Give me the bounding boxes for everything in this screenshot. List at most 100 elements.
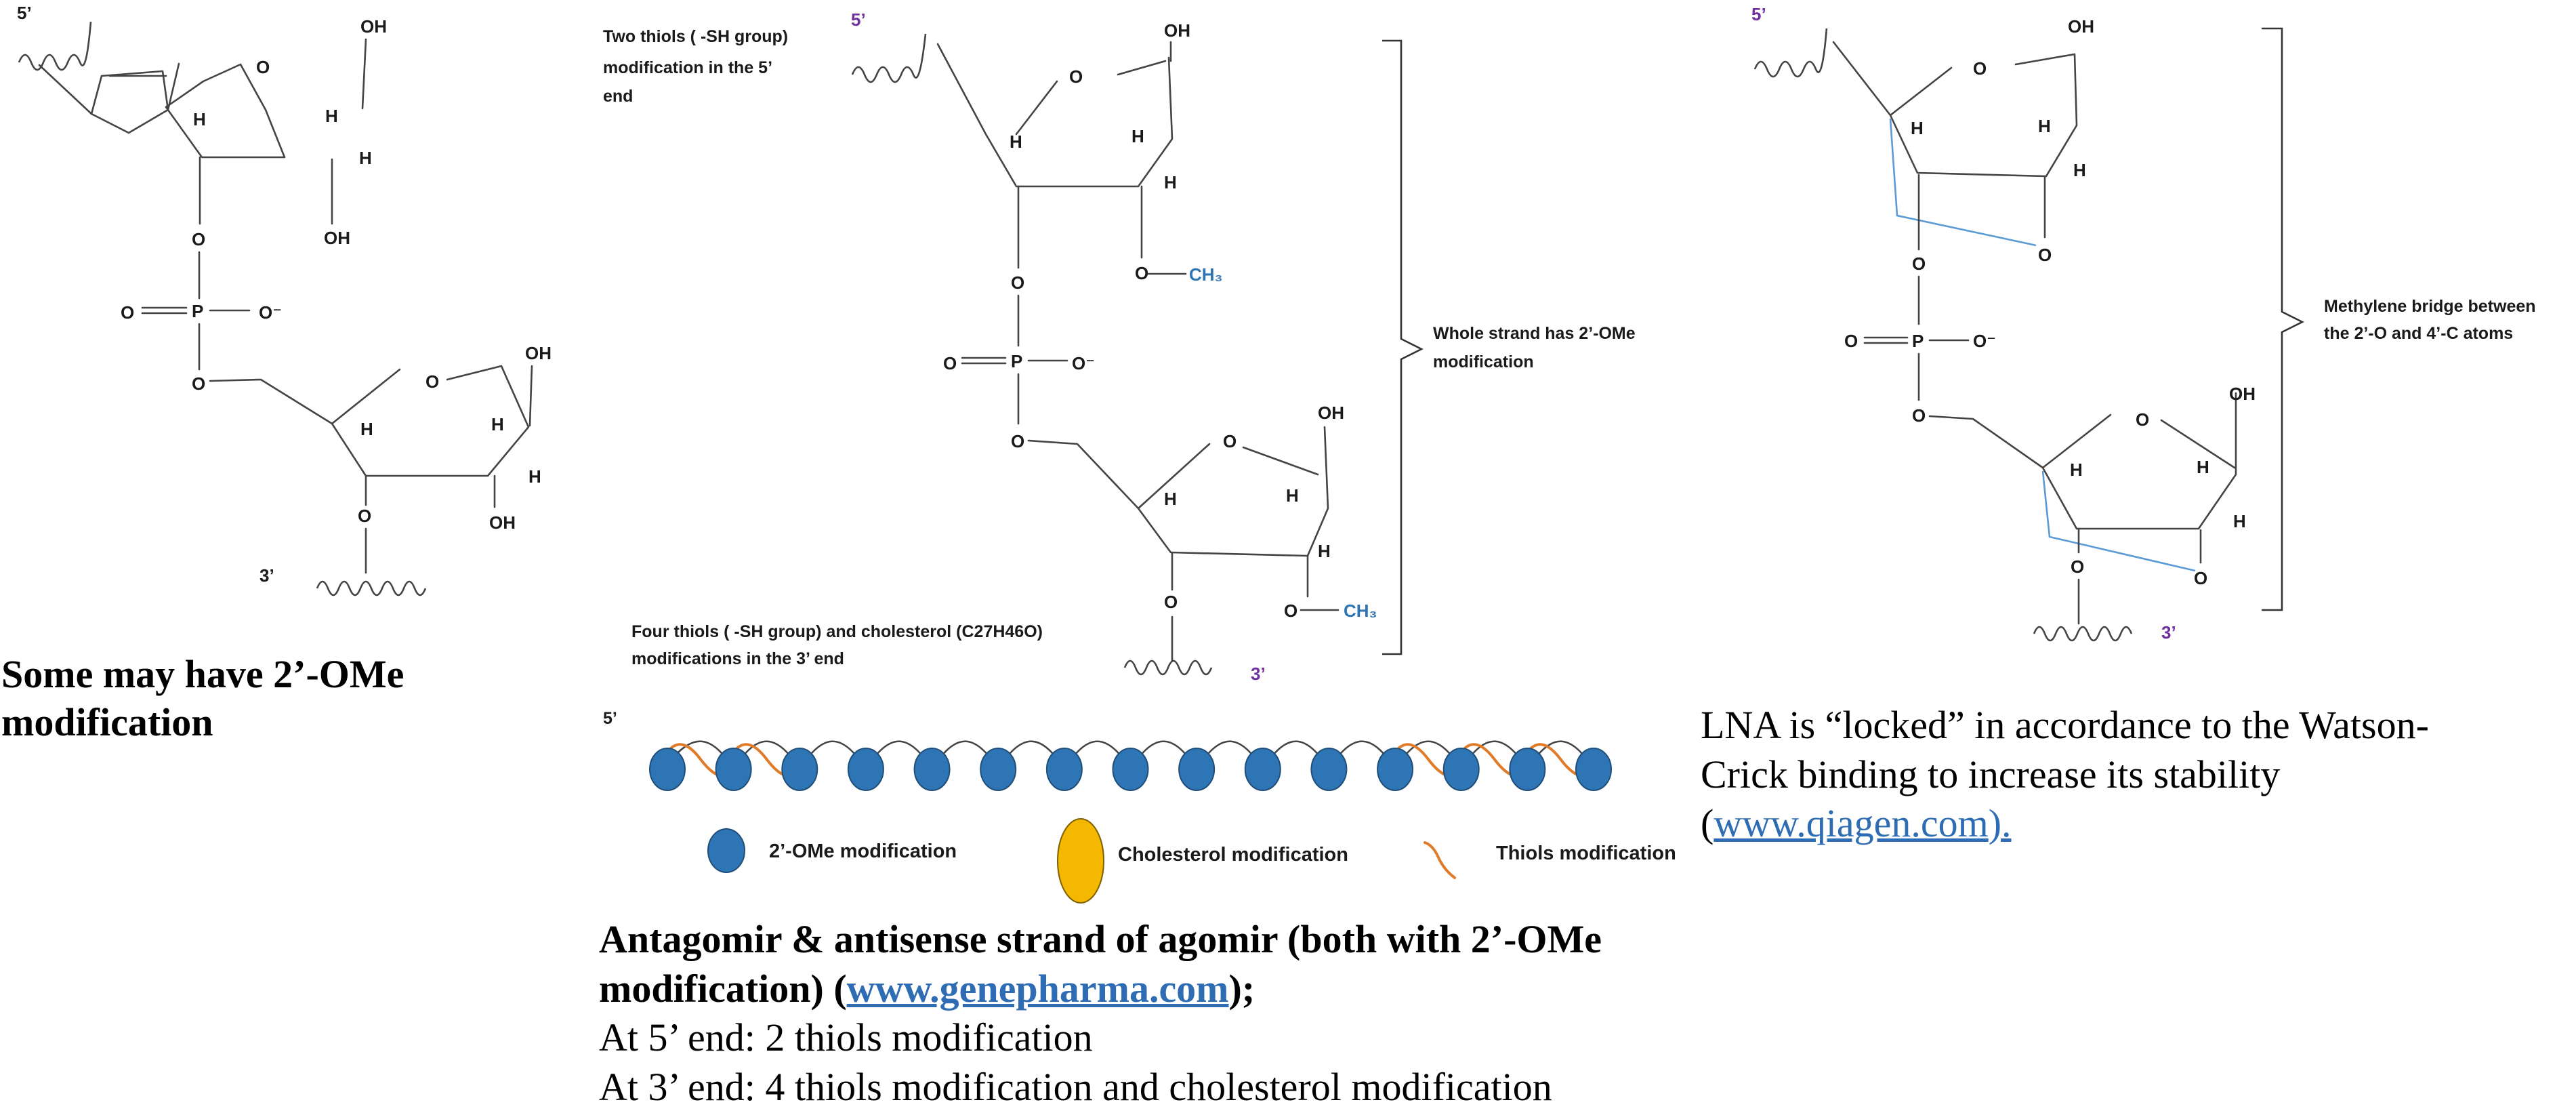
left-bottom-h-1: H <box>360 419 373 439</box>
mid-top-ch3: CH₃ <box>1189 264 1223 285</box>
right-lna-structure: 5’ O O OH H H H O P O O⁻ O O O OH H H H … <box>1751 4 2536 643</box>
right-caption-line3-pre: ( <box>1701 801 1714 845</box>
right-caption-line3: (www.qiagen.com). <box>1701 799 2554 849</box>
mid-bottom-h-3: H <box>1318 541 1331 561</box>
right-5prime-label: 5’ <box>1751 4 1766 24</box>
left-bottom-oh-2: OH <box>489 512 516 533</box>
mid-phosphorus: P <box>1011 351 1022 371</box>
right-top-h-3: H <box>2073 160 2086 180</box>
left-top-c1-bond <box>167 62 180 111</box>
left-o-minus: O⁻ <box>259 302 282 323</box>
right-5prime-wavy-chain <box>1753 28 1828 78</box>
left-5prime-wavy-chain <box>18 21 92 71</box>
mid-3prime-wavy-chain <box>1123 660 1213 676</box>
qiagen-link[interactable]: www.qiagen.com <box>1713 801 1989 845</box>
thiols-5-note-line2: modification in the 5’ <box>603 58 772 77</box>
left-link-o-1: O <box>192 229 205 249</box>
mid-o-minus: O⁻ <box>1072 353 1095 373</box>
left-top-oh-2: OH <box>324 228 350 248</box>
middle-2ome-structure: 5’ O OH H H H O CH₃ O P O O⁻ O O OH H H … <box>603 9 1636 684</box>
left-3prime-wavy-chain <box>316 580 427 596</box>
mid-bottom-sugar <box>1027 426 1329 557</box>
left-top-sugar-ring <box>90 70 169 134</box>
left-nucleotide-structure: 5’ O OH H H H OH O P O O⁻ O O OH H H H <box>17 3 552 596</box>
right-bottom-methylene-bridge <box>2041 470 2196 572</box>
mid-5prime-wavy-chain <box>851 33 927 83</box>
mid-bottom-ring-o: O <box>1223 431 1237 451</box>
mid-5prime-label: 5’ <box>851 9 866 30</box>
legend-thiol-label: Thiols modification <box>1496 843 1676 864</box>
strand-bead <box>1575 748 1612 791</box>
right-phosphorus: P <box>1912 331 1924 351</box>
right-top-bridge-o: O <box>2038 245 2052 265</box>
thiols-5-note-line3: end <box>603 87 633 106</box>
right-o-minus: O⁻ <box>1973 331 1996 351</box>
middle-caption-line2-pre: modification) ( <box>599 966 847 1011</box>
strand-bead <box>1178 748 1216 791</box>
left-top-sugar <box>165 63 286 159</box>
right-caption-line2: Crick binding to increase its stability <box>1701 752 2281 796</box>
right-bottom-bridge-o: O <box>2194 568 2207 588</box>
right-bottom-oh: OH <box>2229 384 2256 404</box>
left-5prime-label: 5’ <box>17 3 32 23</box>
mid-top-h-2: H <box>1131 126 1144 146</box>
right-bottom-h-3: H <box>2233 511 2246 531</box>
mid-link-o-1: O <box>1011 272 1024 293</box>
middle-caption-line3: At 5’ end: 2 thiols modification <box>599 1015 1093 1059</box>
legend-thiol-mark <box>1424 841 1456 879</box>
left-3prime-label: 3’ <box>259 565 274 586</box>
left-top-h-1: H <box>193 109 206 129</box>
whole-strand-note-line2: modification <box>1433 352 1534 371</box>
strand-bead <box>781 748 818 791</box>
left-bottom-h-3: H <box>528 466 541 487</box>
strand-bead <box>1310 748 1348 791</box>
left-bottom-h-2: H <box>491 414 504 434</box>
right-3prime-wavy-chain <box>2033 626 2133 642</box>
right-link-o-1: O <box>1912 254 1926 274</box>
mid-bottom-ch3: CH₃ <box>1344 601 1377 621</box>
right-bottom-h-2: H <box>2197 457 2209 477</box>
thiols-3-note-line1: Four thiols ( -SH group) and cholesterol… <box>631 622 1043 641</box>
modified-strand: 5’ 2’-OMe modification Cholesterol modif… <box>603 709 1676 904</box>
right-top-h-2: H <box>2038 116 2051 136</box>
mid-3prime-label: 3’ <box>1251 664 1266 684</box>
left-top-oh1-bond <box>361 38 367 110</box>
legend-ome-bead <box>707 828 745 873</box>
bridge-note-line2: the 2’-O and 4’-C atoms <box>2324 324 2513 343</box>
right-caption-line3-post: ). <box>1988 801 2012 845</box>
mid-p-o-double: O <box>943 353 957 373</box>
right-top-ring-o: O <box>1973 58 1987 79</box>
left-bottom-oh-1: OH <box>525 343 552 363</box>
middle-caption-line2: modification) (www.genepharma.com); <box>599 965 1710 1014</box>
mid-bottom-oh: OH <box>1318 403 1344 423</box>
strand-beads <box>649 748 1612 791</box>
left-p-o-double: O <box>121 302 134 323</box>
strand-bead <box>980 748 1017 791</box>
mid-bottom-h-2: H <box>1286 485 1299 506</box>
strand-bead <box>1045 748 1083 791</box>
right-bottom-ring-o: O <box>2136 409 2149 430</box>
strand-5prime-label: 5’ <box>603 709 617 728</box>
right-3prime-label: 3’ <box>2161 622 2176 643</box>
left-caption-line1: Some may have 2’-OMe <box>1 652 404 696</box>
left-bottom-sugar <box>209 365 530 477</box>
mid-bottom-h-1: H <box>1164 489 1177 509</box>
strand-bead <box>649 748 686 791</box>
legend-cholesterol-mark <box>1057 818 1104 904</box>
left-top-h-2: H <box>325 106 338 126</box>
strand-bead <box>913 748 951 791</box>
mid-top-h-3: H <box>1164 172 1177 192</box>
mid-top-ome-o: O <box>1135 263 1148 283</box>
genepharma-link[interactable]: www.genepharma.com <box>846 966 1229 1011</box>
mid-top-h-1: H <box>1010 131 1022 152</box>
mid-top-sugar <box>936 43 1173 188</box>
right-top-h-1: H <box>1911 118 1924 138</box>
mid-bottom-o: O <box>1164 592 1178 612</box>
left-top-ring-o: O <box>256 57 270 77</box>
left-bottom-ring-o: O <box>425 371 439 392</box>
mid-top-ring-o: O <box>1069 66 1083 87</box>
right-caption: LNA is “locked” in accordance to the Wat… <box>1701 701 2554 849</box>
left-top-h-3: H <box>359 148 372 168</box>
left-link-o-2: O <box>192 373 205 394</box>
strand-bead <box>847 748 884 791</box>
